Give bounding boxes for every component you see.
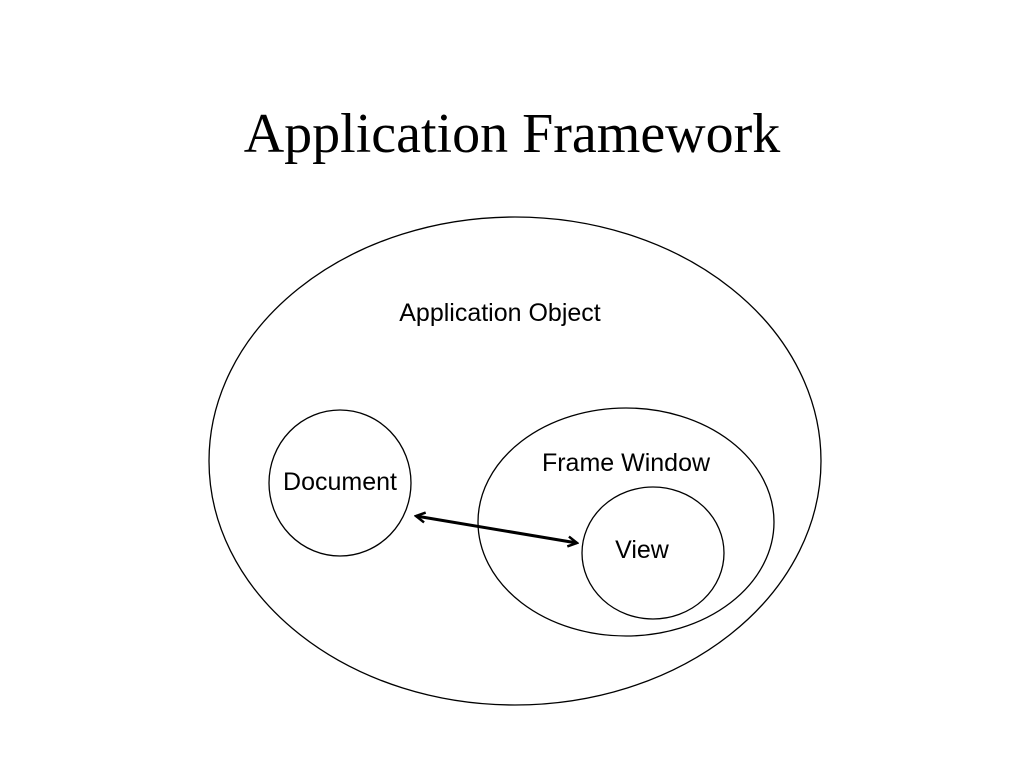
frame-window-label: Frame Window: [542, 449, 711, 477]
frame-window-ellipse: [477, 407, 775, 637]
document-circle: [268, 409, 412, 557]
application-object-label: Application Object: [399, 299, 601, 327]
view-circle: [581, 486, 725, 620]
document-view-arrow: [416, 516, 577, 543]
slide-title: Application Framework: [243, 103, 781, 165]
view-label: View: [615, 536, 670, 564]
application-object-ellipse: [208, 216, 822, 706]
document-label: Document: [283, 468, 397, 496]
